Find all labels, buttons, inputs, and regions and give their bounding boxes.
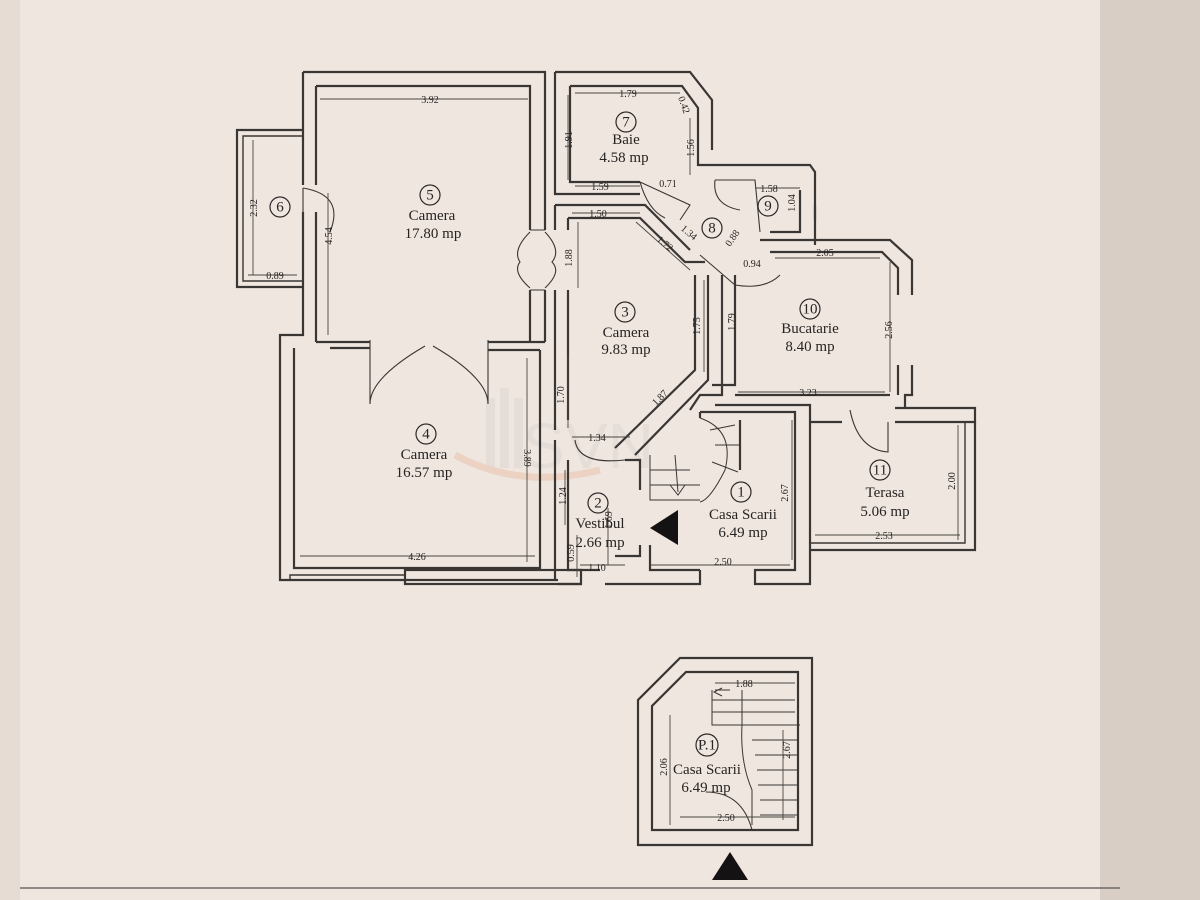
svg-text:8.40 mp: 8.40 mp <box>785 339 834 355</box>
svg-text:9.83 mp: 9.83 mp <box>601 342 650 358</box>
room-4: 4 Camera 16.57 mp <box>396 423 453 481</box>
stair-plan-p1: P.1 Casa Scarii 6.49 mp 1.88 2.06 2.67 2… <box>636 656 814 880</box>
p1-entrance-marker <box>712 852 748 880</box>
main-stair <box>649 417 740 503</box>
svg-text:16.57 mp: 16.57 mp <box>396 465 453 481</box>
svg-text:1.24: 1.24 <box>558 487 569 505</box>
svg-text:3.23: 3.23 <box>799 388 817 399</box>
room-8: 8 <box>701 217 723 239</box>
svg-text:5: 5 <box>426 187 434 203</box>
room-3: 3 Camera 9.83 mp <box>601 301 651 358</box>
svg-text:Camera: Camera <box>401 447 448 463</box>
door-swings <box>302 179 889 462</box>
svg-text:3: 3 <box>621 304 629 320</box>
paper-shadow-edge <box>1100 0 1200 900</box>
svg-text:Baie: Baie <box>612 132 640 148</box>
room-1: 1 Casa Scarii 6.49 mp <box>709 481 777 541</box>
svg-text:2.06: 2.06 <box>659 758 670 776</box>
svg-text:Camera: Camera <box>409 208 456 224</box>
svg-text:1.10: 1.10 <box>588 563 606 574</box>
svg-text:0.59: 0.59 <box>566 544 577 562</box>
room-7: 7 Baie 4.58 mp <box>599 111 649 166</box>
svg-text:2.53: 2.53 <box>875 531 893 542</box>
svg-text:0.89: 0.89 <box>266 271 284 282</box>
svg-text:2.50: 2.50 <box>717 813 735 824</box>
room-5: 5 Camera 17.80 mp <box>405 184 462 242</box>
svg-text:1.58: 1.58 <box>760 184 778 195</box>
svg-text:1.75: 1.75 <box>692 317 703 335</box>
svg-text:2.50: 2.50 <box>714 557 732 568</box>
svg-text:8: 8 <box>708 220 716 236</box>
svg-text:Casa Scarii: Casa Scarii <box>709 507 777 523</box>
svg-text:1.91: 1.91 <box>564 131 575 149</box>
svg-text:Casa Scarii: Casa Scarii <box>673 762 741 778</box>
svg-text:2.32: 2.32 <box>249 199 260 217</box>
svg-text:4.54: 4.54 <box>324 227 335 245</box>
svg-text:2.67: 2.67 <box>780 484 791 502</box>
svg-text:1.04: 1.04 <box>787 194 798 212</box>
svg-text:Terasa: Terasa <box>866 485 905 501</box>
room-9: 9 <box>757 195 779 217</box>
svg-text:0.71: 0.71 <box>659 179 677 190</box>
svg-text:6.49 mp: 6.49 mp <box>718 525 767 541</box>
svg-text:1: 1 <box>737 484 745 500</box>
watermark-logo: SVN <box>453 388 654 482</box>
svg-text:1.59: 1.59 <box>591 182 609 193</box>
svg-text:1.88: 1.88 <box>564 249 575 267</box>
svg-text:1.79: 1.79 <box>727 313 738 331</box>
room-6: 6 <box>269 196 291 218</box>
svg-text:2.05: 2.05 <box>816 248 834 259</box>
svg-text:4.58 mp: 4.58 mp <box>599 150 648 166</box>
svg-text:3.89: 3.89 <box>521 449 532 467</box>
watermark-text: SVN <box>522 410 654 482</box>
dimension-lines <box>248 92 960 577</box>
svg-text:Bucatarie: Bucatarie <box>781 321 839 337</box>
room-10: 10 Bucatarie 8.40 mp <box>781 298 839 355</box>
svg-text:3.92: 3.92 <box>421 95 439 106</box>
entrance-marker <box>650 510 678 545</box>
svg-text:Vestibul: Vestibul <box>575 516 624 532</box>
outer-walls <box>235 70 977 586</box>
svg-text:9: 9 <box>764 198 772 214</box>
room-2: 2 Vestibul 2.66 mp <box>575 492 625 551</box>
svg-text:1.56: 1.56 <box>686 139 697 157</box>
svg-text:17.80 mp: 17.80 mp <box>405 226 462 242</box>
svg-text:2.67: 2.67 <box>782 741 793 759</box>
svg-text:1.34: 1.34 <box>588 433 606 444</box>
svg-text:0.94: 0.94 <box>743 259 761 270</box>
svg-text:P.1: P.1 <box>698 737 716 753</box>
room-11: 11 Terasa 5.06 mp <box>860 459 910 520</box>
svg-text:6: 6 <box>276 199 284 215</box>
svg-text:5.06 mp: 5.06 mp <box>860 504 909 520</box>
svg-text:Camera: Camera <box>603 325 650 341</box>
svg-text:1.50: 1.50 <box>589 209 607 220</box>
svg-text:2.56: 2.56 <box>884 321 895 339</box>
svg-text:10: 10 <box>803 301 818 317</box>
svg-text:2.00: 2.00 <box>947 472 958 490</box>
svg-text:4.26: 4.26 <box>408 552 426 563</box>
svg-text:6.49 mp: 6.49 mp <box>681 780 730 796</box>
svg-text:1.70: 1.70 <box>556 386 567 404</box>
svg-text:1.79: 1.79 <box>619 89 637 100</box>
svg-text:1.88: 1.88 <box>735 679 753 690</box>
svg-text:7: 7 <box>622 114 630 130</box>
svg-text:2.66 mp: 2.66 mp <box>575 535 624 551</box>
svg-text:4: 4 <box>422 426 430 442</box>
svg-text:2: 2 <box>594 495 602 511</box>
svg-text:11: 11 <box>873 462 887 478</box>
svg-text:1.69: 1.69 <box>604 511 615 529</box>
